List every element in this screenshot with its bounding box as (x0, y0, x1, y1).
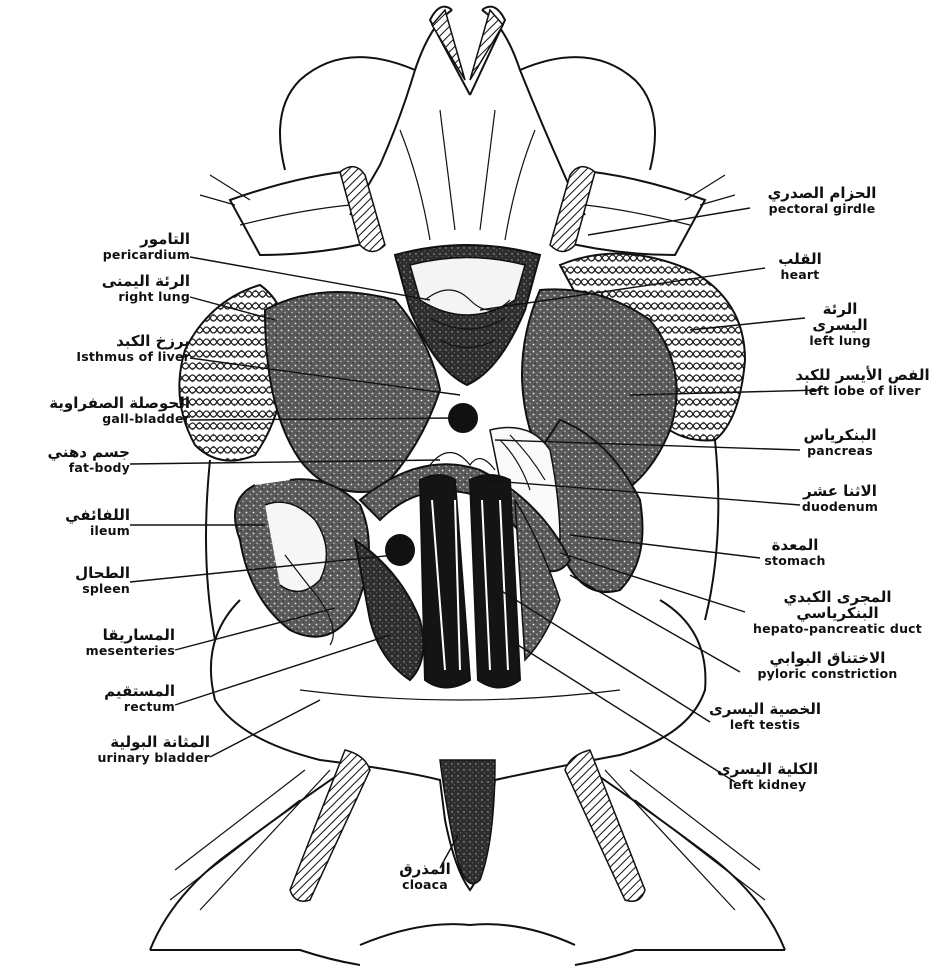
label-hepato-pancreatic-duct: المجرى الكبدي البنكرياسي hepato-pancreat… (740, 590, 935, 635)
label-spleen: الطحال spleen (40, 566, 130, 595)
label-en: pancreas (795, 444, 885, 457)
label-isthmus-of-liver: برزخ الكبد Isthmus of liver (5, 334, 190, 363)
label-en: spleen (40, 582, 130, 595)
label-stomach: المعدة stomach (755, 538, 835, 567)
label-en: right lung (60, 290, 190, 303)
body-wall-right (705, 440, 718, 620)
label-en: gall-bladder (5, 412, 190, 425)
label-left-lung: الرئة اليسرى left lung (800, 302, 880, 347)
label-ar: اللفائفي (40, 508, 130, 524)
label-ar: الرئة اليسرى (800, 302, 880, 334)
label-ar: المثانة البولية (60, 735, 210, 751)
label-ar: الحزام الصدري (752, 186, 892, 202)
label-mesenteries: المساريقا mesenteries (40, 628, 175, 657)
label-en: left testis (705, 718, 825, 731)
label-ar: الخصية اليسرى (705, 702, 825, 718)
label-pectoral-girdle: الحزام الصدري pectoral girdle (752, 186, 892, 215)
label-ar: المساريقا (40, 628, 175, 644)
label-ar: برزخ الكبد (5, 334, 190, 350)
label-ar: الحوصلة الصفراوية (5, 396, 190, 412)
label-ar: المذرق (395, 862, 455, 878)
label-ar: التامور (60, 232, 190, 248)
label-ar: الكلية اليسرى (710, 762, 825, 778)
label-ileum: اللفائفي ileum (40, 508, 130, 537)
label-en: left lung (800, 334, 880, 347)
spleen (385, 534, 415, 566)
label-left-lobe-of-liver: الفص الأيسر للكبد left lobe of liver (790, 368, 935, 397)
label-ar: المعدة (755, 538, 835, 554)
label-heart: القلب heart (770, 252, 830, 281)
label-pyloric-constriction: الاختناق البوابي pyloric constriction (740, 651, 915, 680)
label-en: pectoral girdle (752, 202, 892, 215)
label-ar: المستقيم (75, 684, 175, 700)
label-en: rectum (75, 700, 175, 713)
label-ar: الرئة اليمنى (60, 274, 190, 290)
label-fat-body: جسم دهني fat-body (20, 445, 130, 474)
body-wall-left (206, 460, 215, 640)
label-en: ileum (40, 524, 130, 537)
label-pericardium: التامور pericardium (60, 232, 190, 261)
label-ar: القلب (770, 252, 830, 268)
label-pancreas: البنكرياس pancreas (795, 428, 885, 457)
label-ar: البنكرياس (795, 428, 885, 444)
head-outline (280, 7, 655, 240)
label-en: heart (770, 268, 830, 281)
label-en: Isthmus of liver (5, 350, 190, 363)
label-urinary-bladder: المثانة البولية urinary bladder (60, 735, 210, 764)
label-duodenum: الاثنا عشر duodenum (795, 484, 885, 513)
label-left-testis: الخصية اليسرى left testis (705, 702, 825, 731)
pectoral-girdle (200, 167, 735, 255)
label-en: pericardium (60, 248, 190, 261)
label-gall-bladder: الحوصلة الصفراوية gall-bladder (5, 396, 190, 425)
label-en: hepato-pancreatic duct (740, 622, 935, 635)
ileum (235, 479, 369, 645)
label-ar: جسم دهني (20, 445, 130, 461)
label-ar: الفص الأيسر للكبد (790, 368, 935, 384)
label-en: fat-body (20, 461, 130, 474)
label-en: cloaca (395, 878, 455, 891)
label-en: duodenum (795, 500, 885, 513)
label-right-lung: الرئة اليمنى right lung (60, 274, 190, 303)
label-ar: الاثنا عشر (795, 484, 885, 500)
label-ar: المجرى الكبدي البنكرياسي (740, 590, 935, 622)
label-en: left lobe of liver (790, 384, 935, 397)
label-en: stomach (755, 554, 835, 567)
label-en: urinary bladder (60, 751, 210, 764)
label-en: left kidney (710, 778, 825, 791)
label-ar: الاختناق البوابي (740, 651, 915, 667)
label-en: mesenteries (40, 644, 175, 657)
label-en: pyloric constriction (740, 667, 915, 680)
label-rectum: المستقيم rectum (75, 684, 175, 713)
label-ar: الطحال (40, 566, 130, 582)
label-left-kidney: الكلية اليسرى left kidney (710, 762, 825, 791)
label-cloaca: المذرق cloaca (395, 862, 455, 891)
